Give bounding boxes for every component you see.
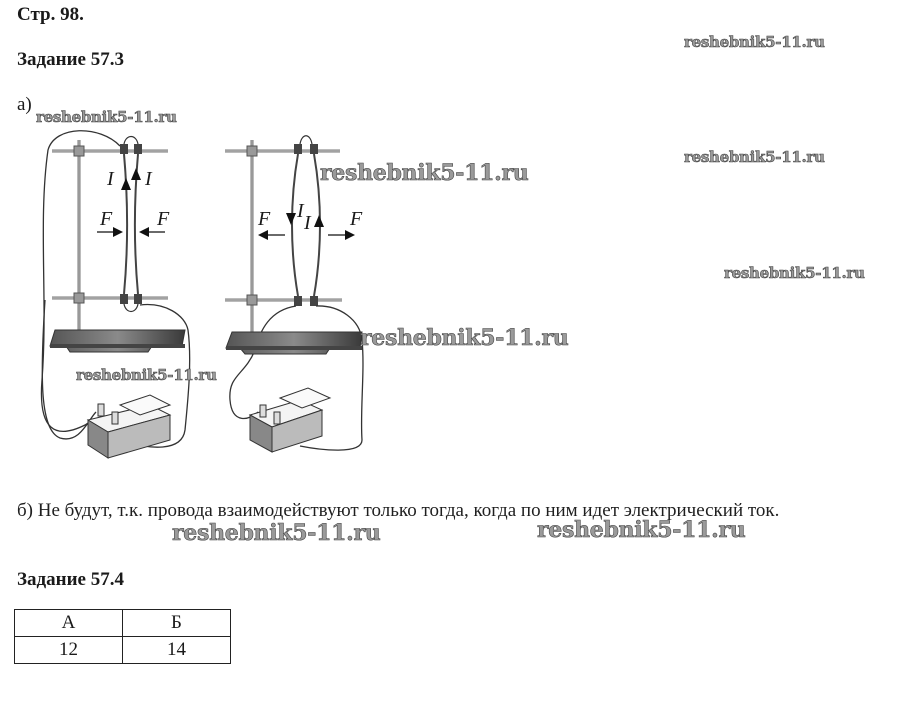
left-loop-wire: [40, 130, 121, 433]
right-force-label-2: F: [350, 208, 363, 230]
table-cell: 12: [14, 636, 123, 664]
watermark: reshebnik5-11.ru: [684, 33, 825, 52]
table-header-row: А Б: [14, 609, 231, 637]
force-arrow-left-icon: [258, 230, 268, 240]
part-a-label: а): [17, 94, 32, 115]
left-force-label-1: F: [100, 208, 113, 230]
magnetic-interaction-figure: [40, 130, 364, 459]
watermark: reshebnik5-11.ru: [36, 108, 177, 127]
watermark: reshebnik5-11.ru: [724, 264, 865, 283]
part-b-answer: б) Не будут, т.к. провода взаимодействую…: [17, 500, 780, 521]
answer-table: А Б 12 14: [14, 609, 231, 664]
left-setup: [40, 130, 191, 459]
current-arrow-up-icon: [121, 178, 131, 190]
left-current-label-2: I: [145, 168, 152, 190]
watermark: reshebnik5-11.ru: [684, 148, 825, 167]
left-current-label-1: I: [107, 168, 114, 190]
right-current-label-1: I: [297, 200, 304, 222]
right-setup: [225, 135, 364, 453]
watermark: reshebnik5-11.ru: [360, 325, 569, 352]
task-57-4-title: Задание 57.4: [17, 569, 124, 590]
left-force-label-2: F: [157, 208, 170, 230]
table-row: 12 14: [14, 636, 231, 664]
table-cell: 14: [122, 636, 231, 664]
right-force-label-1: F: [258, 208, 271, 230]
watermark: reshebnik5-11.ru: [320, 160, 529, 187]
watermark: reshebnik5-11.ru: [537, 517, 746, 544]
watermark: reshebnik5-11.ru: [76, 366, 217, 385]
current-arrow-down-icon: [286, 213, 296, 225]
power-supply-right: [248, 387, 332, 453]
power-supply-left: [86, 394, 172, 459]
force-arrow-right-icon: [113, 227, 123, 237]
task-57-3-title: Задание 57.3: [17, 49, 124, 70]
page-title: Стр. 98.: [17, 4, 84, 25]
table-header-cell: Б: [122, 609, 231, 637]
current-arrow-up-icon: [314, 215, 324, 227]
force-arrow-right-icon: [345, 230, 355, 240]
right-current-label-2: I: [304, 212, 311, 234]
watermark: reshebnik5-11.ru: [172, 520, 381, 547]
table-header-cell: А: [14, 609, 123, 637]
force-arrow-left-icon: [139, 227, 149, 237]
current-arrow-up-icon: [131, 168, 141, 180]
